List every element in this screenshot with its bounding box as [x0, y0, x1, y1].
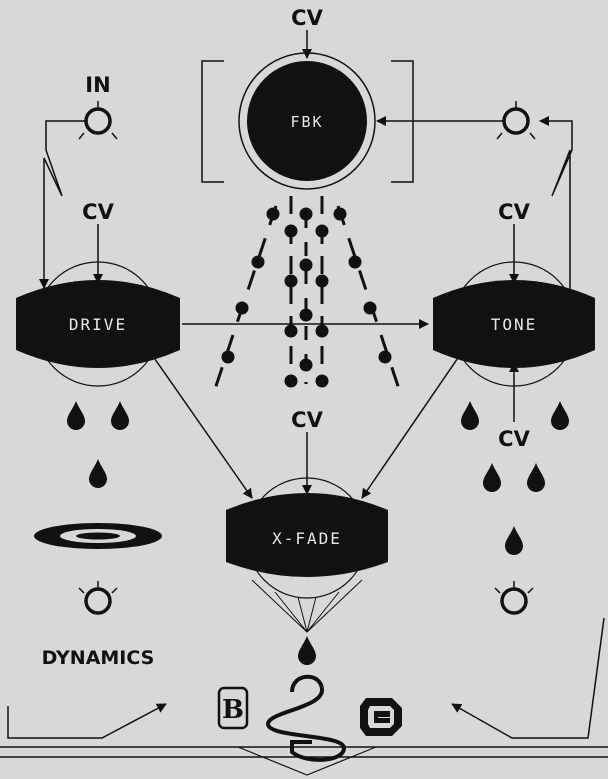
feedback-fan	[214, 196, 400, 392]
dynamics-disc-icon	[34, 523, 162, 549]
xfade-label: X-FADE	[272, 529, 342, 548]
in-label: IN	[85, 73, 110, 97]
cv-xfade-label: CV	[291, 408, 323, 432]
dynamics-jack-icon[interactable]	[79, 581, 117, 613]
xfade-cone	[252, 580, 362, 632]
drop-icons-right	[461, 401, 569, 555]
drive-label: DRIVE	[69, 315, 127, 334]
left-bottom-wire	[8, 704, 166, 738]
in-jack-icon[interactable]	[79, 101, 117, 139]
svg-text:B: B	[222, 695, 244, 725]
fbk-knob[interactable]: FBK	[239, 53, 375, 189]
c-logo	[360, 698, 402, 736]
cv-tone-label: CV	[498, 200, 530, 224]
drop-icons-left	[67, 401, 129, 488]
drive-knob[interactable]: DRIVE	[16, 262, 180, 386]
drive-to-xfade-arrow	[150, 352, 252, 498]
in-to-drive-wire	[44, 121, 86, 288]
dynamics-label: DYNAMICS	[42, 647, 155, 669]
fbk-label: FBK	[290, 113, 323, 131]
gothic-b-logo: B	[219, 688, 247, 728]
right-bottom-wire	[452, 618, 604, 738]
fbk-bracket-left	[202, 61, 224, 182]
cv-drive-label: CV	[82, 200, 114, 224]
tone-to-return-wire	[540, 121, 572, 298]
cv-tone-bottom-label: CV	[498, 427, 530, 451]
cv-top-label: CV	[291, 6, 323, 30]
tone-label: TONE	[491, 315, 538, 334]
tone-jack-bottom-icon[interactable]	[495, 581, 533, 613]
tone-to-xfade-arrow	[362, 352, 462, 498]
fbk-return-jack-icon[interactable]	[497, 101, 535, 139]
bottom-chevron	[238, 747, 376, 775]
output-drop-icon	[298, 636, 316, 665]
